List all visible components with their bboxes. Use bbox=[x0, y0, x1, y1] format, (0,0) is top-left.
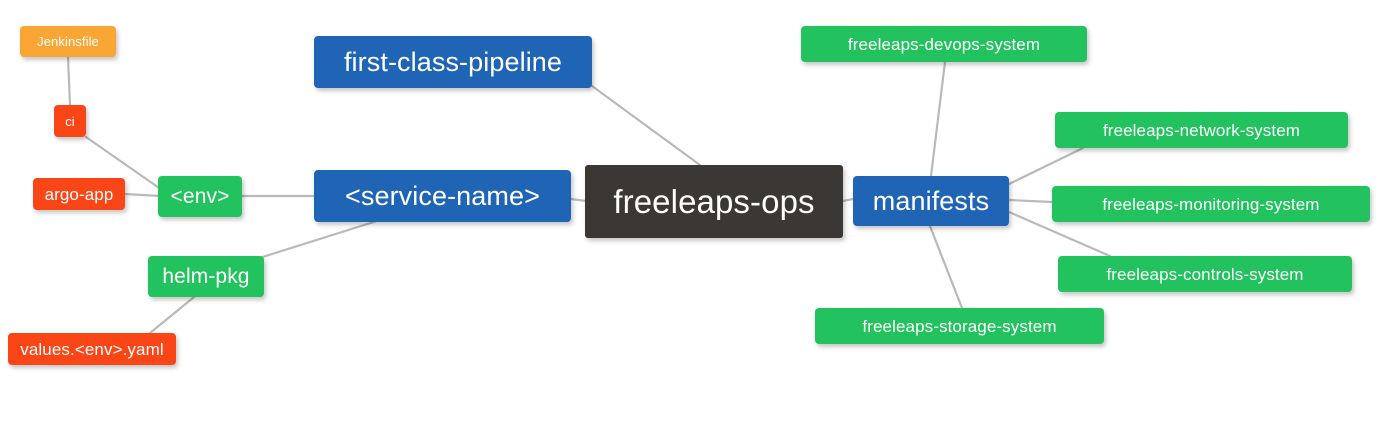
node-freeleaps-ops-root[interactable]: freeleaps-ops bbox=[585, 165, 843, 238]
node-manifests-label: manifests bbox=[872, 185, 990, 216]
node-ci[interactable]: ci bbox=[54, 105, 86, 137]
edge-pipeline-root bbox=[590, 84, 702, 167]
node-env-label: <env> bbox=[170, 185, 230, 208]
node-helm-pkg[interactable]: helm-pkg bbox=[148, 256, 264, 297]
node-freeleaps-controls-system[interactable]: freeleaps-controls-system bbox=[1058, 256, 1352, 292]
edge-jenkinsfile-ci bbox=[66, 55, 72, 107]
edge-manifests-monitoring bbox=[1007, 198, 1054, 204]
node-freeleaps-network-system-label: freeleaps-network-system bbox=[1102, 120, 1301, 140]
node-freeleaps-devops-system[interactable]: freeleaps-devops-system bbox=[801, 26, 1087, 62]
node-values-yaml-label: values.<env>.yaml bbox=[20, 339, 164, 359]
node-argo-app-label: argo-app bbox=[44, 184, 114, 204]
node-service-name[interactable]: <service-name> bbox=[314, 170, 571, 222]
edge-root-manifests bbox=[841, 197, 855, 203]
edge-argoapp-env bbox=[123, 192, 162, 198]
edge-values-helmpkg bbox=[148, 291, 201, 335]
node-first-class-pipeline-label: first-class-pipeline bbox=[343, 46, 563, 77]
node-manifests[interactable]: manifests bbox=[853, 176, 1009, 226]
edge-manifests-storage bbox=[926, 219, 964, 310]
node-helm-pkg-label: helm-pkg bbox=[162, 265, 250, 288]
node-argo-app[interactable]: argo-app bbox=[33, 178, 125, 210]
node-service-name-label: <service-name> bbox=[345, 180, 540, 211]
node-env[interactable]: <env> bbox=[158, 176, 242, 217]
node-freeleaps-devops-system-label: freeleaps-devops-system bbox=[847, 34, 1041, 54]
node-freeleaps-storage-system-label: freeleaps-storage-system bbox=[862, 316, 1057, 336]
node-freeleaps-monitoring-system-label: freeleaps-monitoring-system bbox=[1102, 194, 1320, 214]
node-freeleaps-controls-system-label: freeleaps-controls-system bbox=[1106, 264, 1304, 284]
node-first-class-pipeline[interactable]: first-class-pipeline bbox=[314, 36, 592, 88]
edge-manifests-devops bbox=[929, 60, 947, 178]
node-freeleaps-ops-label: freeleaps-ops bbox=[613, 183, 815, 220]
edge-helmpkg-servicename bbox=[251, 218, 382, 262]
node-freeleaps-monitoring-system[interactable]: freeleaps-monitoring-system bbox=[1052, 186, 1370, 222]
node-ci-label: ci bbox=[65, 113, 75, 129]
node-freeleaps-storage-system[interactable]: freeleaps-storage-system bbox=[815, 308, 1104, 344]
edge-servicename-root bbox=[569, 197, 588, 203]
node-values-yaml[interactable]: values.<env>.yaml bbox=[8, 333, 176, 365]
node-jenkinsfile[interactable]: Jenkinsfile bbox=[20, 26, 116, 57]
node-freeleaps-network-system[interactable]: freeleaps-network-system bbox=[1055, 112, 1348, 148]
node-jenkinsfile-label: Jenkinsfile bbox=[37, 34, 99, 49]
edge-manifests-network bbox=[1007, 146, 1085, 186]
